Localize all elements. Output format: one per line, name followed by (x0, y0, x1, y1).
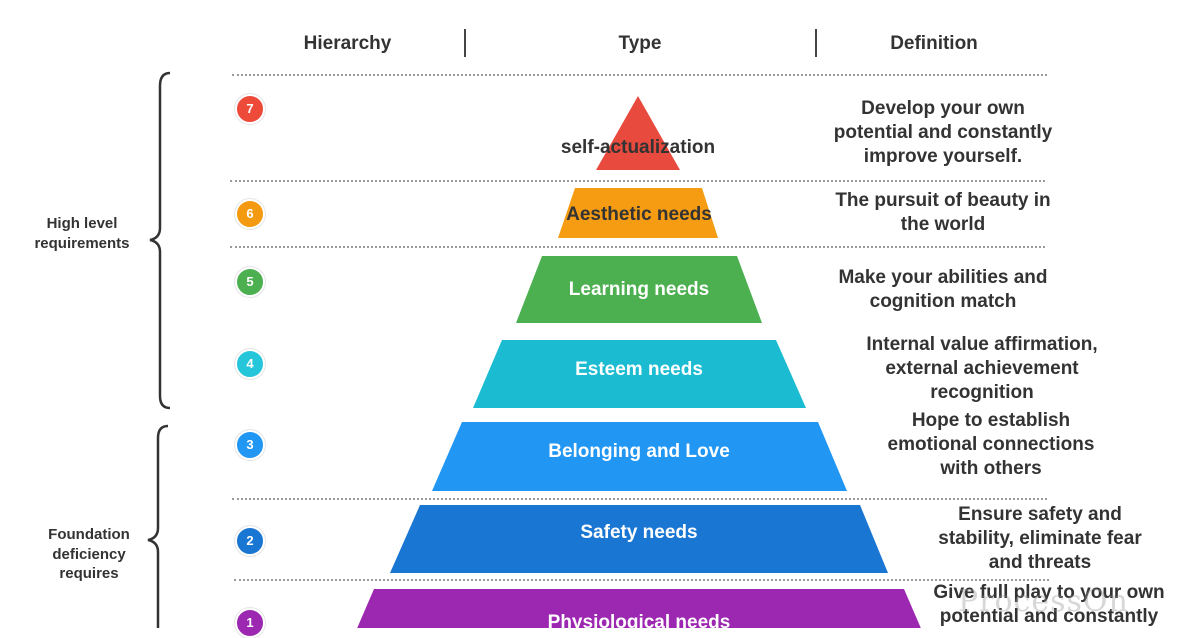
type-label-1: Physiological needs (548, 612, 731, 628)
foundation-label: Foundation deficiency requires (48, 526, 130, 582)
level-badge-4: 4 (235, 349, 265, 379)
header-separator (815, 29, 817, 57)
type-label-4: Esteem needs (575, 359, 703, 380)
type-label-5: Learning needs (569, 279, 709, 300)
layer-learning (516, 256, 762, 323)
header-type: Type (618, 33, 662, 54)
layer-self-actualization (596, 96, 680, 170)
row-divider (232, 74, 1047, 76)
level-badge-3: 3 (235, 430, 265, 460)
high-level-label: High level requirements (34, 215, 130, 252)
definition-7: Develop your own potential and constantl… (833, 98, 1053, 167)
type-label-7: self-actualization (561, 137, 715, 158)
header-separator (464, 29, 466, 57)
row-divider (230, 180, 1045, 182)
type-label-2: Safety needs (580, 522, 697, 543)
type-label-6: Aesthetic needs (566, 204, 712, 225)
row-divider (234, 579, 1049, 581)
definition-2: Ensure safety and stability, eliminate f… (938, 504, 1142, 573)
definition-6: The pursuit of beauty in the world (835, 190, 1051, 235)
row-divider (230, 246, 1045, 248)
row-divider (232, 498, 1047, 500)
definition-5: Make your abilities and cognition match (838, 267, 1048, 312)
high-level-brace (149, 71, 171, 410)
layer-aesthetic (558, 188, 718, 238)
type-label-3: Belonging and Love (548, 441, 730, 462)
layer-belonging (432, 422, 847, 491)
definition-3: Hope to establish emotional connections … (887, 410, 1095, 479)
header-hierarchy: Hierarchy (303, 33, 392, 54)
level-badge-2: 2 (235, 526, 265, 556)
level-badge-5: 5 (235, 267, 265, 297)
foundation-brace (147, 424, 169, 628)
layer-esteem (473, 340, 806, 408)
definition-1: Give full play to your own potential and… (933, 582, 1165, 627)
header-definition: Definition (890, 33, 978, 54)
layer-safety (390, 505, 888, 573)
definition-4: Internal value affirmation, external ach… (866, 334, 1098, 403)
layer-physiological (357, 589, 921, 628)
level-badge-6: 6 (235, 199, 265, 229)
level-badge-7: 7 (235, 94, 265, 124)
